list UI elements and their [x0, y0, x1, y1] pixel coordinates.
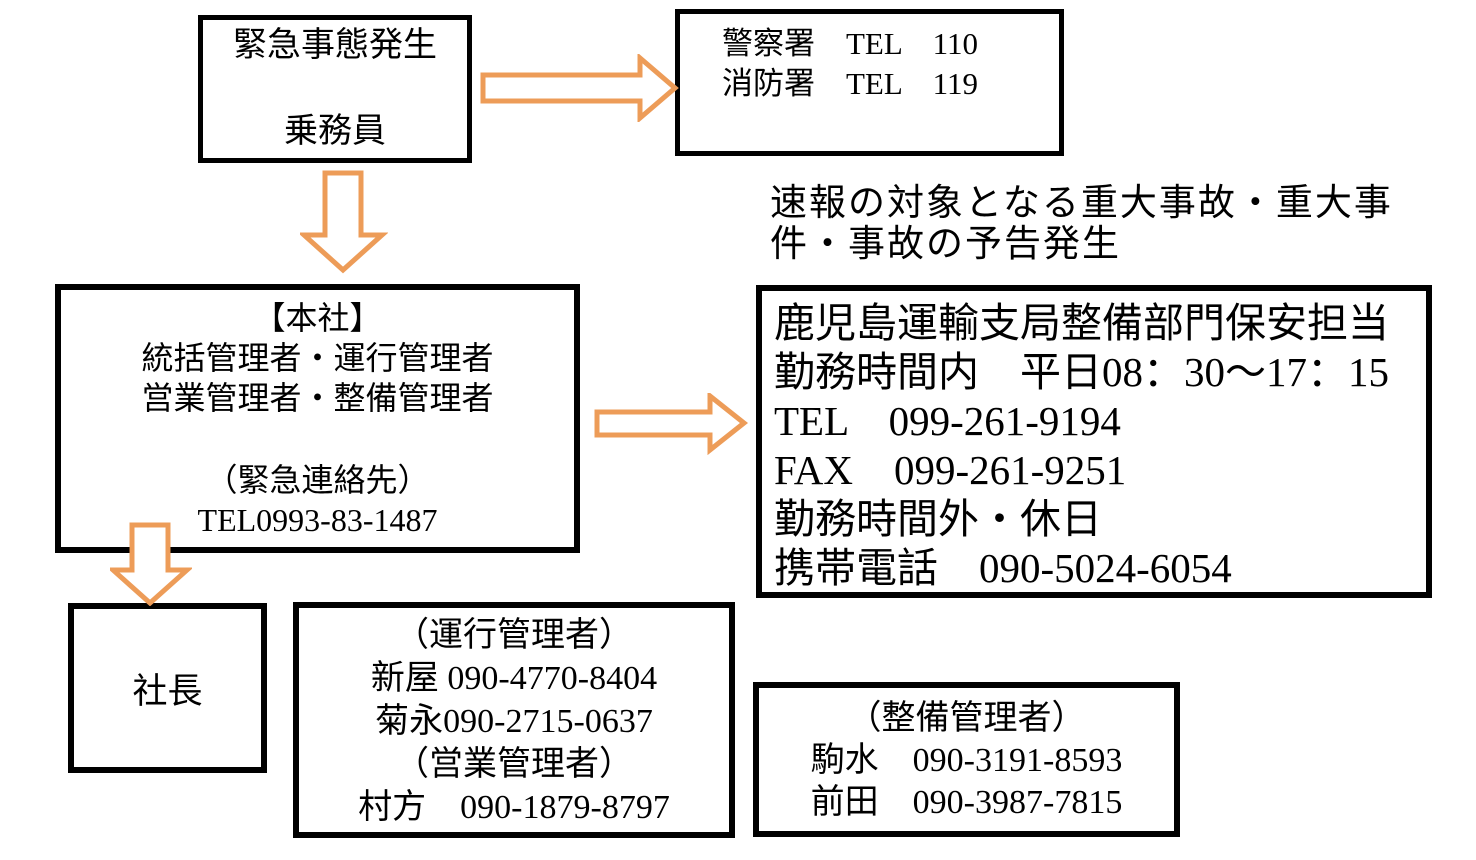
president-box: 社長 [68, 603, 267, 773]
crew-emergency-box: 緊急事態発生 乗務員 [198, 15, 472, 163]
bureau-after-hours-label: 勤務時間外・休日 [774, 496, 1102, 542]
transport-bureau-box: 鹿児島運輸支局整備部門保安担当 勤務時間内 平日08：30～17：15 TEL … [756, 285, 1432, 598]
operation-manager-kikunaga: 菊永090-2715-0637 [375, 703, 653, 740]
maintenance-managers-label: （整備管理者） [847, 700, 1086, 737]
sales-managers-label: （営業管理者） [395, 746, 633, 783]
bureau-fax: FAX 099-261-9251 [774, 447, 1127, 493]
crew-box-subtitle: 乗務員 [284, 113, 386, 150]
right-arrow-head-office-to-bureau-icon [594, 393, 749, 455]
head-office-emergency-contact-label: （緊急連絡先） [205, 462, 430, 498]
bureau-title: 鹿児島運輸支局整備部門保安担当 [774, 300, 1389, 346]
head-office-tel: TEL0993-83-1487 [197, 502, 438, 538]
bureau-tel: TEL 099-261-9194 [774, 398, 1121, 444]
police-tel-line: 警察署 TEL 110 [722, 26, 979, 61]
fire-tel-line: 消防署 TEL 119 [722, 66, 979, 101]
sales-manager-murakata: 村方 090-1879-8797 [358, 789, 670, 826]
head-office-box: 【本社】 統括管理者・運行管理者 営業管理者・整備管理者 （緊急連絡先） TEL… [55, 284, 580, 553]
serious-incident-note: 速報の対象となる重大事故・重大事 件・事故の予告発生 [770, 183, 1450, 265]
down-arrow-head-office-to-president-icon [110, 522, 192, 606]
head-office-managers-2: 営業管理者・整備管理者 [141, 380, 494, 416]
bureau-mobile: 携帯電話 090-5024-6054 [774, 545, 1232, 591]
maintenance-manager-maeda: 前田 090-3987-7815 [810, 784, 1123, 821]
operation-managers-label: （運行管理者） [395, 617, 633, 654]
operation-manager-araya: 新屋 090-4770-8404 [370, 660, 658, 697]
police-fire-box: 警察署 TEL 110 消防署 TEL 119 [675, 9, 1064, 156]
bureau-office-hours: 勤務時間内 平日08：30～17：15 [774, 349, 1389, 395]
down-arrow-crew-to-head-office-icon [300, 170, 388, 274]
president-label: 社長 [132, 671, 203, 711]
maintenance-manager-komamizu: 駒水 090-3191-8593 [810, 742, 1123, 779]
serious-incident-note-line2: 件・事故の予告発生 [770, 224, 1121, 265]
head-office-title: 【本社】 [253, 300, 382, 336]
serious-incident-note-line1: 速報の対象となる重大事故・重大事 [770, 183, 1393, 224]
operation-managers-box: （運行管理者） 新屋 090-4770-8404 菊永090-2715-0637… [293, 602, 735, 838]
crew-box-title: 緊急事態発生 [233, 27, 437, 64]
maintenance-managers-box: （整備管理者） 駒水 090-3191-8593 前田 090-3987-781… [753, 682, 1180, 837]
head-office-managers-1: 統括管理者・運行管理者 [141, 340, 494, 376]
right-arrow-crew-to-police-icon [480, 54, 679, 122]
